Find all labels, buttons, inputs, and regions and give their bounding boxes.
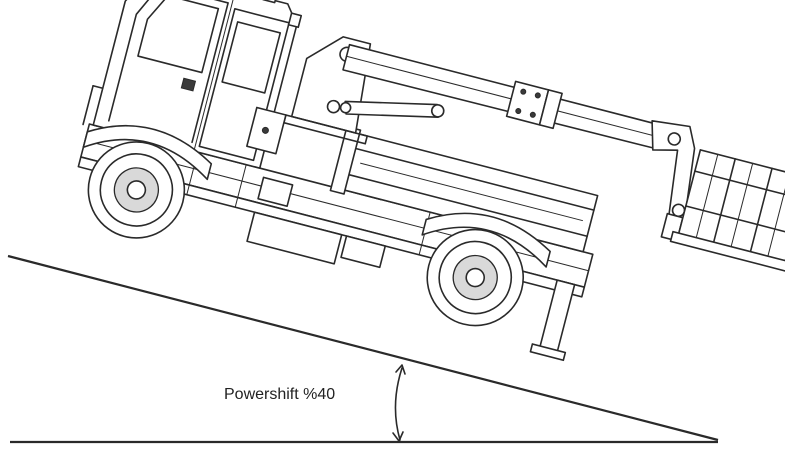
cab-front-window (137, 0, 220, 74)
slope-angle-indicator (392, 364, 406, 442)
front-wheel (82, 125, 213, 239)
truck-cab (82, 0, 303, 169)
truck-with-aerial-platform (77, 0, 785, 362)
storage-body (329, 125, 599, 253)
aerial-platform-basket (669, 149, 785, 273)
slope-label: Powershift %40 (224, 386, 336, 403)
rear-outrigger (529, 279, 576, 362)
rear-wheel (421, 212, 551, 327)
slope-line (7, 254, 719, 442)
telescopic-boom (339, 43, 661, 149)
